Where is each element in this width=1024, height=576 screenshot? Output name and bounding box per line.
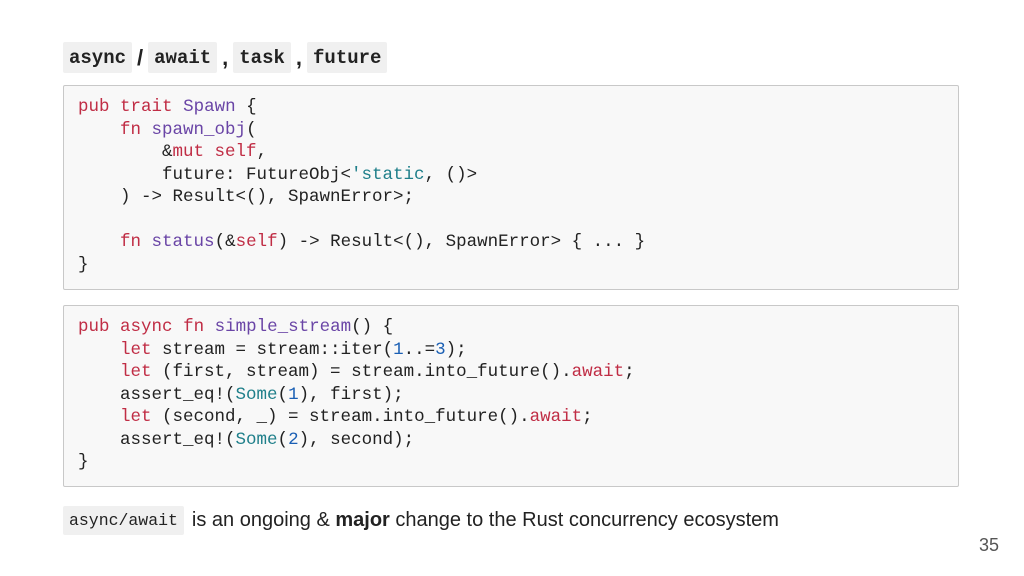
title-separator: ,	[222, 44, 229, 70]
code-token: (	[277, 384, 289, 405]
code-token: ), first);	[298, 384, 404, 405]
code-token: () {	[351, 317, 394, 337]
title-code-await: await	[148, 42, 218, 73]
code-line: fn spawn_obj(	[78, 120, 257, 140]
code-token: self	[214, 142, 257, 162]
code-token: assert_eq!(	[78, 384, 236, 405]
code-token: ) -> Result<(), SpawnError>;	[78, 187, 415, 207]
title-separator: ,	[295, 44, 303, 70]
code-token	[110, 97, 121, 117]
code-token: assert_eq!(	[78, 429, 236, 450]
code-line: ) -> Result<(), SpawnError>;	[78, 187, 414, 207]
code-line: assert_eq!(Some(1), first);	[78, 385, 404, 405]
code-token: ;	[624, 362, 635, 382]
code-block-spawn-trait: pub trait Spawn { fn spawn_obj( &mut sel…	[63, 85, 959, 290]
code-line: assert_eq!(Some(2), second);	[78, 430, 414, 450]
code-token: }	[78, 452, 89, 472]
code-token: let	[120, 339, 152, 360]
code-block-simple-stream: pub async fn simple_stream() { let strea…	[63, 305, 959, 487]
code-line: let (first, stream) = stream.into_future…	[78, 362, 635, 382]
code-token: fn	[183, 317, 205, 337]
code-token: Spawn	[183, 97, 236, 117]
code-token: ..=	[403, 339, 436, 360]
title-code-task: task	[233, 42, 291, 73]
title-code-future: future	[307, 42, 388, 73]
code-token: }	[78, 254, 89, 275]
footer-text: is an ongoing & major change to the Rust…	[192, 509, 779, 532]
code-token	[141, 232, 152, 252]
title-code-async: async	[63, 42, 133, 73]
code-line: let stream = stream::iter(1..=3);	[78, 340, 467, 360]
footer-text-before: is an ongoing &	[191, 509, 336, 531]
code-token: Some	[235, 429, 278, 450]
code-token: ;	[582, 407, 593, 427]
code-token: ), second);	[298, 429, 415, 450]
code-token: (	[246, 119, 257, 140]
code-line: }	[78, 452, 89, 472]
code-token: 1	[393, 339, 404, 360]
code-line: &mut self,	[78, 142, 267, 162]
code-token: let	[120, 407, 152, 427]
code-token: await	[571, 362, 625, 382]
code-token: pub	[78, 317, 110, 337]
code-token: await	[529, 407, 583, 427]
code-token	[204, 317, 215, 337]
code-line: pub async fn simple_stream() {	[78, 317, 393, 337]
code-line: pub trait Spawn {	[78, 97, 257, 117]
code-token	[78, 407, 120, 427]
code-token: );	[445, 339, 467, 360]
code-token: 2	[288, 429, 299, 450]
code-token	[141, 120, 152, 140]
code-token: self	[235, 232, 278, 252]
code-token: 1	[288, 384, 299, 405]
footer-statement: async/await is an ongoing & major change…	[63, 506, 779, 535]
code-line: future: FutureObj<'static, ()>	[78, 165, 477, 185]
code-token	[78, 232, 120, 252]
footer-text-bold: major	[335, 509, 390, 531]
code-token: (&	[214, 232, 236, 252]
code-token	[78, 362, 120, 382]
code-token: stream = stream::iter(	[151, 339, 394, 360]
code-token	[78, 120, 120, 140]
code-token: {	[235, 97, 257, 117]
code-text: pub trait Spawn { fn spawn_obj( &mut sel…	[64, 86, 958, 286]
code-token: (	[277, 429, 289, 450]
code-token: fn	[120, 232, 142, 252]
code-token: &	[78, 142, 173, 162]
code-token	[78, 340, 120, 360]
slide-title: async / await , task , future	[63, 42, 388, 73]
code-token: trait	[120, 97, 173, 117]
title-separator: /	[137, 44, 144, 70]
code-token	[110, 317, 121, 337]
code-token: simple_stream	[214, 317, 352, 337]
code-token: ,	[256, 142, 268, 162]
code-token: (second, _) = stream.into_future().	[151, 407, 530, 427]
code-token	[173, 317, 184, 337]
code-token: Some	[235, 384, 278, 405]
code-token: status	[151, 232, 215, 252]
code-token: spawn_obj	[151, 119, 247, 140]
code-token	[173, 97, 184, 117]
code-line: }	[78, 255, 89, 275]
code-token: mut	[172, 142, 205, 162]
code-line: fn status(&self) -> Result<(), SpawnErro…	[78, 232, 645, 252]
code-token: let	[120, 362, 152, 382]
code-text: pub async fn simple_stream() { let strea…	[64, 306, 958, 484]
code-token: async	[120, 317, 173, 337]
code-token: 'static	[351, 164, 425, 185]
page-number: 35	[978, 535, 999, 555]
code-token	[204, 142, 215, 162]
footer-text-after: change to the Rust concurrency ecosystem	[389, 509, 779, 531]
code-token: ) -> Result<(), SpawnError> { ... }	[277, 232, 646, 252]
code-token: pub	[78, 97, 110, 117]
code-token: (first, stream) = stream.into_future().	[151, 362, 572, 382]
code-line: let (second, _) = stream.into_future().a…	[78, 407, 593, 427]
code-token: fn	[120, 119, 142, 140]
code-token: future: FutureObj<	[78, 164, 352, 185]
code-token: 3	[435, 339, 446, 360]
code-token: , ()>	[424, 164, 478, 185]
footer-code: async/await	[63, 506, 184, 535]
